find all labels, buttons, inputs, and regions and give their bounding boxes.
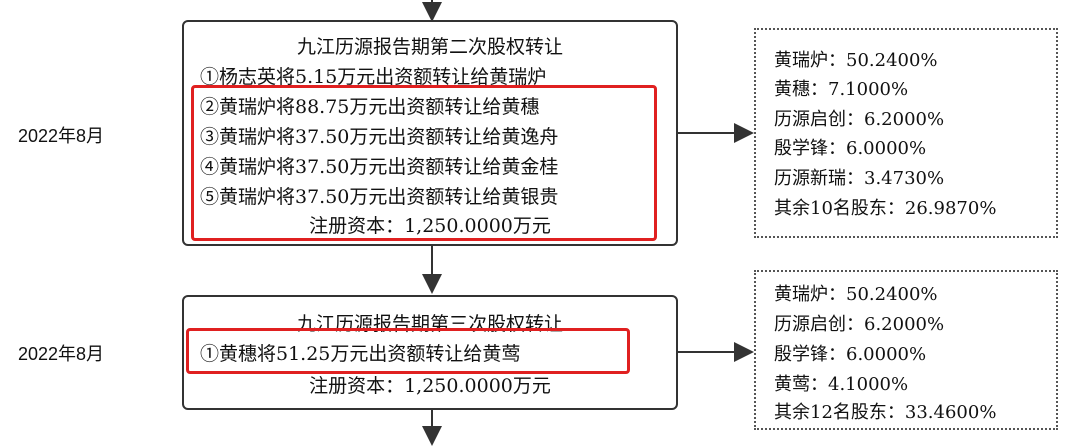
stage3-holder-4: 黄莺：4.1000%	[774, 374, 909, 395]
stage3-transfer-box: 九江历源报告期第三次股权转让 ①黄穗将51.25万元出资额转让给黄莺 注册资本：…	[182, 295, 678, 410]
stage3-holder-2: 历源启创：6.2000%	[774, 314, 945, 335]
stage3-holder-1: 黄瑞炉：50.2400%	[774, 284, 938, 305]
stage2-holder-6: 其余10名股东：26.9870%	[774, 198, 997, 219]
stage2-transfer-1: ①杨志英将5.15万元出资额转让给黄瑞炉	[200, 66, 547, 88]
stage3-holder-5: 其余12名股东：33.4600%	[774, 402, 997, 423]
stage2-transfer-3: ③黄瑞炉将37.50万元出资额转让给黄逸舟	[200, 126, 559, 148]
stage2-date: 2022年8月	[18, 126, 105, 146]
stage3-holder-3: 殷学锋：6.0000%	[774, 344, 927, 365]
stage3-holders-box: 黄瑞炉：50.2400% 历源启创：6.2000% 殷学锋：6.0000% 黄莺…	[754, 270, 1058, 430]
stage2-transfer-2: ②黄瑞炉将88.75万元出资额转让给黄穗	[200, 96, 540, 118]
stage2-highlight-rect	[191, 85, 657, 241]
stage2-holder-3: 历源启创：6.2000%	[774, 109, 945, 130]
stage3-date: 2022年8月	[18, 344, 105, 364]
stage2-holder-1: 黄瑞炉：50.2400%	[774, 50, 938, 71]
stage3-capital: 注册资本：1,250.0000万元	[309, 375, 551, 397]
stage2-capital: 注册资本：1,250.0000万元	[309, 215, 551, 237]
stage2-holder-2: 黄穗：7.1000%	[774, 79, 909, 100]
stage3-highlight-rect	[186, 328, 630, 374]
stage2-title: 九江历源报告期第二次股权转让	[296, 36, 563, 58]
stage3-transfer-1: ①黄穗将51.25万元出资额转让给黄莺	[200, 343, 521, 365]
stage2-transfer-4: ④黄瑞炉将37.50万元出资额转让给黄金桂	[200, 156, 559, 178]
stage2-holders-box: 黄瑞炉：50.2400% 黄穗：7.1000% 历源启创：6.2000% 殷学锋…	[754, 28, 1058, 238]
stage2-transfer-5: ⑤黄瑞炉将37.50万元出资额转让给黄银贵	[200, 186, 559, 208]
stage2-transfer-box: 九江历源报告期第二次股权转让 ①杨志英将5.15万元出资额转让给黄瑞炉 ②黄瑞炉…	[182, 20, 678, 246]
stage2-holder-5: 历源新瑞：3.4730%	[774, 168, 945, 189]
stage2-holder-4: 殷学锋：6.0000%	[774, 138, 927, 159]
